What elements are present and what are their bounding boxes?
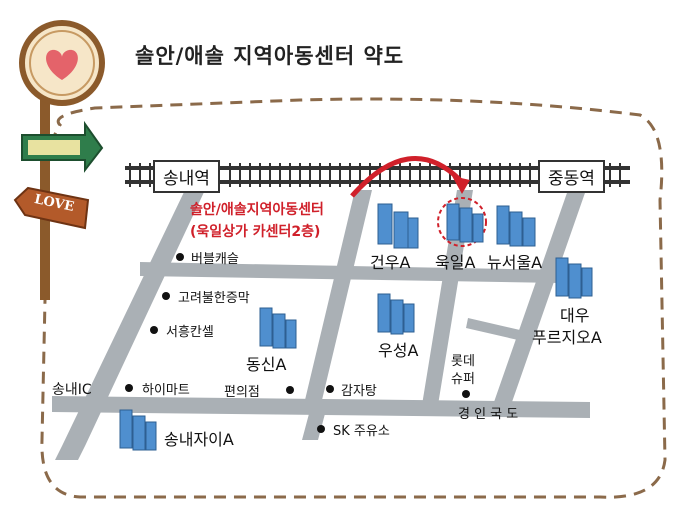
place-goryeo: 고려불한증막 (178, 291, 250, 306)
place-convenience: 편의점 (224, 385, 260, 400)
place-lotte-line1: 롯데 (451, 354, 475, 369)
map-border (40, 97, 667, 499)
place-lotte-line2: 슈퍼 (451, 372, 475, 387)
center-name-line1: 솔안/애솔지역아동센터 (190, 202, 324, 218)
place-marker (317, 425, 325, 433)
road-diag-right (494, 190, 586, 402)
love-arrow-sign (13, 186, 90, 230)
buildings (119, 203, 593, 451)
heart-icon (46, 49, 78, 80)
page-title: 솔안/애솔 지역아동센터 약도 (135, 44, 405, 68)
apt-dongsin: 동신A (246, 355, 287, 374)
building-wooseong (377, 293, 415, 335)
building-geonwoo (377, 203, 419, 249)
road-diag-ukil (422, 190, 473, 405)
road-diag-left (62, 190, 205, 446)
place-marker (150, 326, 158, 334)
place-marker (326, 385, 334, 393)
place-marker (162, 292, 170, 300)
apt-geonwoo: 건우A (370, 253, 411, 272)
place-seoheung: 서흥칸셀 (166, 325, 214, 340)
road-left-lower (55, 446, 85, 460)
building-ukil (446, 203, 484, 243)
place-gamjatang: 감자탕 (341, 384, 377, 399)
place-himart: 하이마트 (142, 383, 190, 398)
station-songnae[interactable]: 송내역 (153, 160, 220, 193)
red-arrow (350, 155, 462, 198)
road-gyeongin (52, 396, 590, 418)
apt-ukil: 욱일A (435, 253, 476, 272)
railway (125, 163, 630, 187)
apt-daewoo-line2: 푸르지오A (532, 328, 602, 347)
place-marker (462, 390, 470, 398)
sign-post (13, 20, 105, 300)
apt-newseoul: 뉴서울A (487, 253, 543, 272)
place-bubble: 버블캐슬 (191, 252, 239, 267)
road-diag-mid (305, 190, 372, 400)
roads (52, 190, 590, 460)
apt-songnae-jai: 송내자이A (164, 430, 234, 449)
road-label-gyeongin: 경 인 국 도 (458, 407, 519, 422)
apt-wooseong: 우성A (378, 341, 419, 360)
building-songnae-jai (119, 409, 157, 451)
road-connector (466, 318, 520, 340)
building-newseoul (496, 205, 536, 247)
target-circle (437, 197, 487, 247)
place-marker (176, 253, 184, 261)
building-dongsin (259, 307, 297, 349)
place-marker (286, 386, 294, 394)
road-label-ic: 송내IC (52, 382, 92, 398)
station-jungdong[interactable]: 중동역 (538, 160, 605, 193)
place-marker (125, 384, 133, 392)
center-name-line2: (욱일상가 카센터2층) (190, 224, 321, 240)
building-daewoo (555, 257, 593, 299)
apt-daewoo-line1: 대우 (560, 306, 590, 325)
place-sk: SK 주유소 (333, 424, 390, 439)
